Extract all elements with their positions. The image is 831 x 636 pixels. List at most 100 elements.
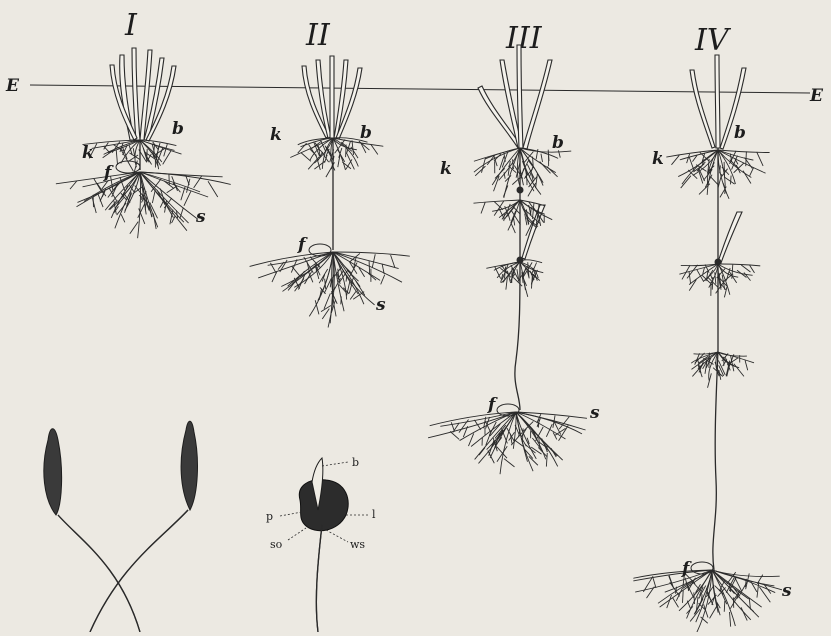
root-hair bbox=[94, 179, 103, 194]
root-hair bbox=[513, 206, 520, 214]
root-strand bbox=[473, 200, 520, 203]
root-strand bbox=[140, 172, 231, 184]
ground-label-left: E bbox=[5, 76, 20, 96]
root-hair bbox=[208, 181, 218, 197]
root-strand bbox=[712, 570, 762, 607]
root-hair bbox=[346, 145, 347, 158]
root-hair bbox=[653, 578, 656, 588]
root-hair bbox=[673, 598, 679, 607]
root-hair bbox=[704, 604, 708, 617]
root-hair bbox=[694, 592, 695, 604]
root-hair bbox=[349, 284, 352, 294]
root-hair bbox=[532, 203, 533, 219]
root-hair bbox=[479, 448, 485, 456]
root-hair bbox=[741, 607, 747, 620]
root-hair bbox=[731, 176, 732, 185]
root-hair bbox=[687, 154, 690, 163]
root-hair bbox=[504, 459, 514, 467]
seed-label-b: b bbox=[352, 456, 359, 469]
root-hair bbox=[541, 154, 543, 162]
numeral-IV: IV bbox=[694, 23, 732, 58]
root-hair bbox=[759, 587, 770, 602]
plant-I-label-b: b bbox=[172, 119, 184, 139]
numeral-I: I bbox=[124, 8, 138, 43]
root-strand bbox=[718, 150, 770, 153]
root-strand bbox=[492, 148, 520, 185]
root-hair bbox=[116, 150, 117, 165]
root-hair bbox=[352, 140, 354, 155]
root-strand bbox=[333, 138, 345, 170]
root-hair bbox=[351, 147, 358, 158]
plant-III-label-s: s bbox=[589, 403, 600, 423]
root-hair bbox=[321, 305, 331, 311]
root-hair bbox=[481, 202, 485, 213]
root-hair bbox=[488, 451, 494, 464]
root-hair bbox=[481, 158, 485, 173]
root-hair bbox=[671, 155, 679, 165]
root-strand bbox=[516, 412, 565, 439]
root-hair bbox=[503, 185, 507, 196]
root-hair bbox=[734, 364, 744, 377]
plant-IV-label-b: b bbox=[734, 123, 746, 143]
root-hair bbox=[346, 159, 352, 169]
plant-II-label-f: f bbox=[297, 235, 308, 255]
root-hair bbox=[531, 274, 532, 288]
root-hair bbox=[152, 190, 155, 204]
root-hair bbox=[160, 200, 164, 208]
root-hair bbox=[681, 176, 691, 188]
crossed-leaves-detail bbox=[44, 421, 198, 632]
root-hair bbox=[381, 275, 385, 285]
root-hair bbox=[538, 420, 539, 428]
root-hair bbox=[724, 601, 725, 612]
root-hair bbox=[164, 144, 168, 156]
plant-II-label-s: s bbox=[375, 295, 386, 315]
plant-III-label-k: k bbox=[440, 159, 452, 179]
numeral-II: II bbox=[305, 18, 331, 53]
plant-I-label-k: k bbox=[82, 143, 94, 163]
root-hair bbox=[130, 222, 138, 234]
root-strand bbox=[474, 148, 520, 161]
seed-label-l: l bbox=[372, 508, 376, 521]
plant-III-label-b: b bbox=[552, 133, 564, 153]
root-hair bbox=[709, 353, 710, 368]
root-hair bbox=[372, 254, 375, 267]
root-hair bbox=[757, 582, 759, 598]
root-hair bbox=[745, 360, 748, 370]
root-hair bbox=[301, 153, 311, 162]
root-hair bbox=[669, 575, 674, 588]
seed-label-ws: ws bbox=[350, 538, 365, 551]
plant-IV-label-s: s bbox=[781, 581, 792, 601]
root-strand bbox=[430, 412, 516, 426]
root-hair bbox=[126, 158, 134, 172]
seed-label-so: so bbox=[270, 538, 283, 551]
plant-II-label-b: b bbox=[360, 123, 372, 143]
root-hair bbox=[683, 590, 684, 602]
plant-III bbox=[428, 45, 587, 474]
seed-label-p: p bbox=[266, 510, 273, 523]
root-hair bbox=[184, 191, 191, 206]
root-hair bbox=[506, 277, 507, 289]
root-hair bbox=[450, 431, 459, 439]
root-strand bbox=[520, 260, 542, 263]
root-hair bbox=[757, 152, 763, 166]
plant-I-label-s: s bbox=[195, 207, 206, 227]
root-strand bbox=[333, 252, 410, 256]
numeral-III: III bbox=[505, 21, 543, 56]
root-hair bbox=[121, 214, 125, 222]
root-hair bbox=[724, 177, 735, 184]
root-hair bbox=[687, 601, 690, 609]
root-strand bbox=[718, 352, 747, 356]
plant-II bbox=[250, 56, 410, 327]
root-hair bbox=[536, 174, 538, 188]
root-hair bbox=[528, 183, 536, 196]
plant-IV bbox=[633, 55, 782, 632]
root-hair bbox=[369, 261, 370, 274]
root-strand bbox=[718, 264, 760, 266]
root-hair bbox=[546, 453, 547, 467]
plant-IV-label-f: f bbox=[681, 559, 692, 579]
root-hair bbox=[474, 420, 480, 430]
root-hair bbox=[391, 255, 395, 267]
root-hair bbox=[517, 269, 519, 281]
